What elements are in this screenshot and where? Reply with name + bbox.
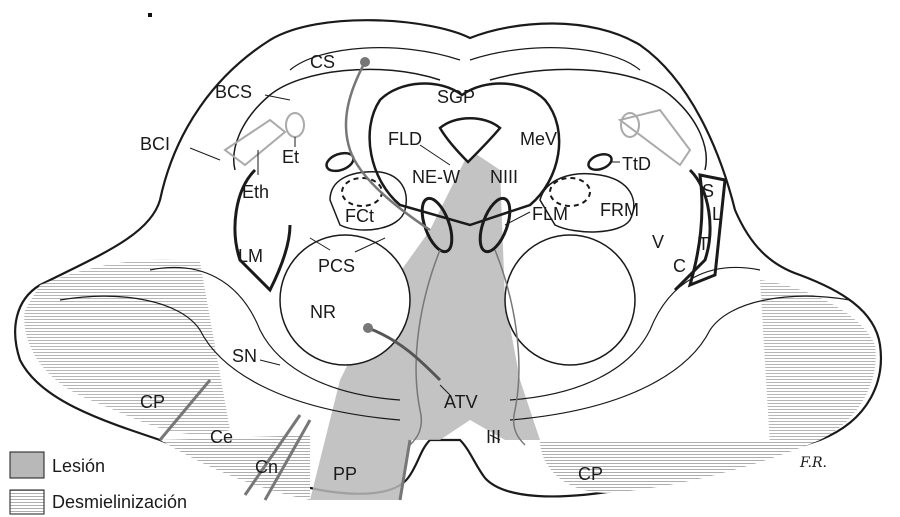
label-cn: Cn (255, 457, 278, 477)
label-mev: MeV (520, 129, 557, 149)
hatch-left-peduncle (24, 260, 230, 435)
hatch-bottom-left (160, 435, 310, 500)
label-s: S (702, 181, 714, 201)
label-fct: FCt (345, 206, 374, 226)
label-frm: FRM (600, 200, 639, 220)
legend-demyelination-swatch (10, 490, 44, 514)
label-bcs: BCS (215, 82, 252, 102)
label-cp-left: CP (140, 392, 165, 412)
red-nucleus-left (280, 235, 410, 365)
label-ttd: TtD (622, 154, 651, 174)
label-atv: ATV (444, 392, 478, 412)
red-nucleus-right (505, 235, 635, 365)
label-iii: III (486, 427, 501, 447)
label-eth: Eth (242, 182, 269, 202)
label-lm: LM (238, 246, 263, 266)
label-fld: FLD (388, 129, 422, 149)
cs-dot (360, 57, 370, 67)
label-ce: Ce (210, 427, 233, 447)
label-cp-right: CP (578, 464, 603, 484)
label-sgp: SGP (437, 87, 475, 107)
top-mark (148, 13, 152, 17)
author-signature: F.R. (799, 455, 827, 471)
label-sn: SN (232, 346, 257, 366)
legend-demyelination-label: Desmielinización (52, 492, 187, 512)
label-c: C (673, 256, 686, 276)
label-pp: PP (333, 464, 357, 484)
label-v: V (652, 232, 664, 252)
label-nr: NR (310, 302, 336, 322)
label-et: Et (282, 147, 299, 167)
label-flm: FLM (532, 204, 568, 224)
label-pcs: PCS (318, 256, 355, 276)
label-cs: CS (310, 52, 335, 72)
label-new: NE-W (412, 167, 460, 187)
hatch-right-peduncle (760, 280, 876, 445)
label-l: L (712, 204, 722, 224)
legend-lesion-label: Lesión (52, 456, 105, 476)
label-t: T (698, 234, 709, 254)
nr-dot (363, 323, 373, 333)
label-niii: NIII (490, 167, 518, 187)
label-bci: BCI (140, 134, 170, 154)
legend-lesion-swatch (10, 452, 44, 478)
